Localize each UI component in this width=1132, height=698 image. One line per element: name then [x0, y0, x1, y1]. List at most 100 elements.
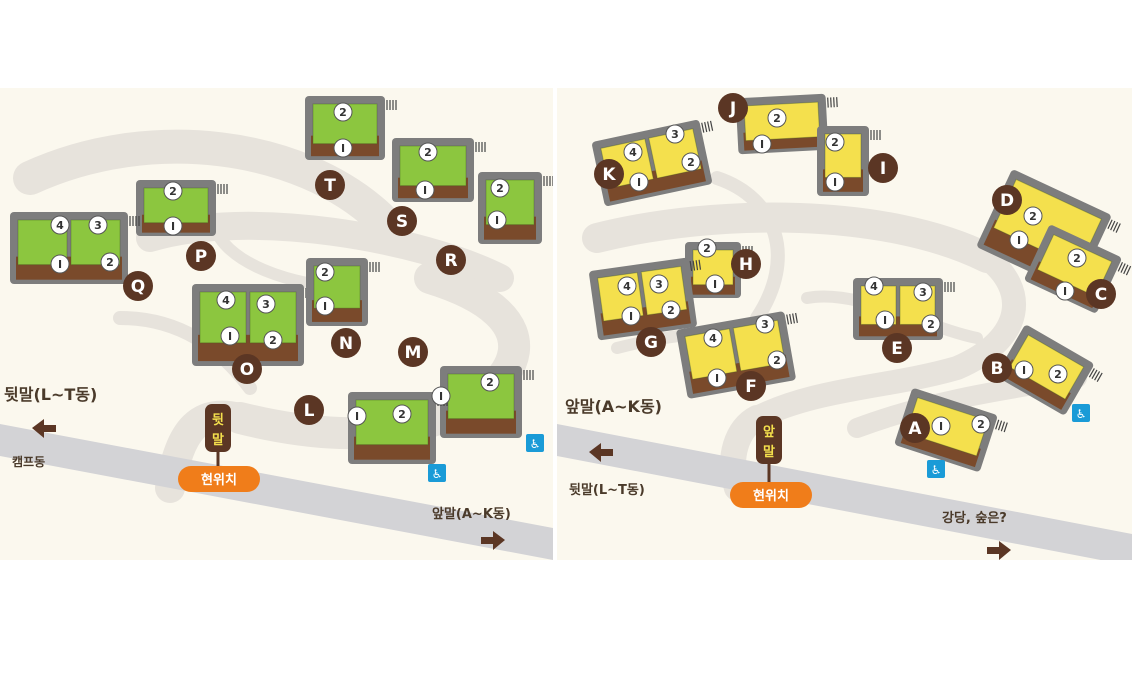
svg-text:2: 2 — [269, 334, 277, 347]
floor-badge: 2 — [392, 404, 412, 424]
svg-text:I: I — [883, 314, 887, 327]
floor-badge: 2 — [100, 252, 120, 272]
svg-text:A: A — [908, 419, 922, 439]
floor-badge: I — [629, 172, 649, 192]
building-marker-t[interactable]: T — [315, 170, 345, 200]
svg-text:I: I — [833, 176, 837, 189]
svg-text:2: 2 — [687, 156, 695, 169]
svg-text:4: 4 — [629, 146, 637, 159]
svg-text:2: 2 — [703, 242, 711, 255]
floor-badge: 2 — [767, 108, 787, 128]
you-are-here-badge: 현위치 — [730, 482, 812, 508]
floor-badge: I — [333, 138, 353, 158]
building-marker-m[interactable]: M — [398, 337, 428, 367]
svg-text:2: 2 — [496, 182, 504, 195]
svg-text:2: 2 — [398, 408, 406, 421]
svg-text:O: O — [240, 360, 254, 380]
accessibility-icon: ♿ — [927, 460, 945, 478]
accessibility-icon: ♿ — [428, 464, 446, 482]
svg-text:I: I — [495, 214, 499, 227]
svg-text:N: N — [339, 334, 353, 354]
floor-badge: I — [752, 134, 772, 154]
floor-badge: 4 — [617, 276, 637, 296]
svg-text:I: I — [760, 138, 764, 151]
building-marker-n[interactable]: N — [331, 328, 361, 358]
floor-badge: 2 — [971, 414, 991, 434]
building-marker-q[interactable]: Q — [123, 271, 153, 301]
svg-text:2: 2 — [169, 185, 177, 198]
floor-badge: 2 — [263, 330, 283, 350]
floor-badge: 3 — [913, 282, 933, 302]
you-are-here-label: 현위치 — [753, 488, 789, 504]
building-marker-r[interactable]: R — [436, 245, 466, 275]
floor-badge: 2 — [163, 181, 183, 201]
floor-badge: 3 — [88, 215, 108, 235]
building-marker-s[interactable]: S — [387, 206, 417, 236]
floor-badge: 2 — [490, 178, 510, 198]
direction-hall: 강당, 숲은? — [942, 510, 1007, 526]
floor-badge: 2 — [480, 372, 500, 392]
svg-text:♿: ♿ — [530, 437, 541, 451]
svg-text:F: F — [745, 377, 757, 397]
svg-text:D: D — [1000, 191, 1014, 211]
building-marker-k[interactable]: K — [594, 159, 624, 189]
building-marker-c[interactable]: C — [1086, 279, 1116, 309]
direction-front-village: 앞말(A~K동) — [565, 397, 662, 416]
svg-text:I: I — [355, 410, 359, 423]
direction-back-village: 뒷말(L~T동) — [4, 385, 97, 404]
svg-text:3: 3 — [671, 128, 679, 141]
building-l — [348, 392, 448, 464]
building-r — [478, 172, 553, 244]
svg-text:I: I — [1022, 364, 1026, 377]
building-marker-f[interactable]: F — [736, 371, 766, 401]
svg-text:3: 3 — [94, 219, 102, 232]
floor-badge: I — [487, 210, 507, 230]
floor-badge: 2 — [1048, 364, 1068, 384]
building-marker-d[interactable]: D — [992, 185, 1022, 215]
building-marker-i[interactable]: I — [868, 153, 898, 183]
building-marker-l[interactable]: L — [294, 395, 324, 425]
building-marker-e[interactable]: E — [882, 333, 912, 363]
svg-text:T: T — [324, 176, 336, 196]
floor-badge: 4 — [864, 276, 884, 296]
svg-text:I: I — [58, 258, 62, 271]
svg-text:3: 3 — [655, 278, 663, 291]
floor-badge: I — [220, 326, 240, 346]
floor-badge: I — [315, 296, 335, 316]
floor-badge: 4 — [216, 290, 236, 310]
svg-text:I: I — [1063, 285, 1067, 298]
village-sign-char-1: 뒷 — [212, 413, 224, 428]
floor-badge: I — [621, 306, 641, 326]
building-marker-a[interactable]: A — [900, 413, 930, 443]
floor-badge: 2 — [1067, 248, 1087, 268]
building-marker-j[interactable]: J — [718, 93, 748, 123]
arrow-right-icon — [987, 541, 1011, 560]
building-marker-h[interactable]: H — [731, 249, 761, 279]
svg-text:I: I — [228, 330, 232, 343]
svg-text:4: 4 — [623, 280, 631, 293]
floor-badge: I — [825, 172, 845, 192]
svg-text:4: 4 — [222, 294, 230, 307]
svg-text:I: I — [439, 390, 443, 403]
building-q — [10, 212, 140, 284]
floor-badge: I — [931, 416, 951, 436]
floor-badge: 3 — [649, 274, 669, 294]
building-marker-p[interactable]: P — [186, 241, 216, 271]
svg-text:2: 2 — [424, 146, 432, 159]
building-marker-g[interactable]: G — [636, 327, 666, 357]
svg-text:4: 4 — [709, 332, 717, 345]
svg-text:S: S — [396, 212, 408, 232]
svg-text:G: G — [644, 333, 658, 353]
svg-text:4: 4 — [870, 280, 878, 293]
svg-text:I: I — [713, 278, 717, 291]
svg-text:2: 2 — [106, 256, 114, 269]
svg-text:3: 3 — [761, 318, 769, 331]
building-marker-b[interactable]: B — [982, 353, 1012, 383]
svg-text:2: 2 — [831, 136, 839, 149]
svg-text:2: 2 — [339, 106, 347, 119]
svg-text:B: B — [991, 359, 1004, 379]
village-sign-char-1: 앞 — [763, 425, 775, 440]
building-marker-o[interactable]: O — [232, 354, 262, 384]
